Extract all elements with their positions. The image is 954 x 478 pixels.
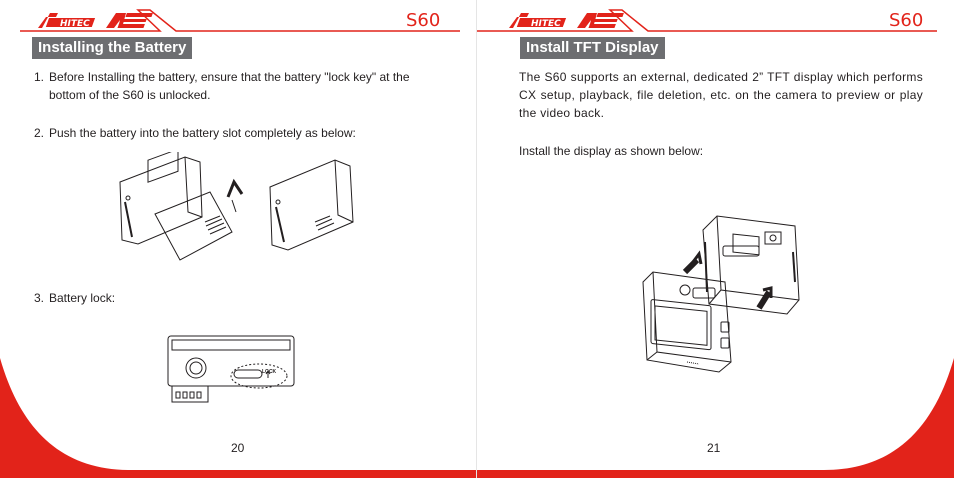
hitec-ace-logo: HITEC — [509, 13, 624, 29]
svg-text:HITEC: HITEC — [531, 19, 561, 29]
step-text: Before Installing the battery, ensure th… — [49, 70, 410, 102]
right-page: HITEC S60 Install TFT Display The S60 su… — [477, 0, 954, 478]
model-name: S60 — [406, 10, 441, 31]
tft-instruction: Install the display as shown below: — [519, 144, 704, 158]
step-text: Push the battery into the battery slot c… — [49, 126, 356, 140]
battery-insertion-illustration — [119, 152, 354, 261]
tft-description: The S60 supports an external, dedicated … — [519, 70, 923, 120]
tft-installation-illustration — [642, 215, 800, 373]
footer-decoration — [477, 358, 954, 478]
header-decoration — [477, 9, 937, 32]
page-number: 21 — [707, 441, 721, 455]
left-page: HITEC S60 Installing the Battery 1. Befo… — [0, 9, 477, 478]
section-title-battery: Installing the Battery — [32, 37, 193, 59]
page-divider — [476, 0, 477, 478]
lock-label: LOCK — [262, 369, 277, 375]
section-title-tft: Install TFT Display — [520, 37, 665, 59]
step-text: Battery lock: — [49, 291, 116, 305]
step-number: 1. — [34, 70, 45, 84]
header-decoration — [20, 9, 460, 32]
battery-lock-illustration — [167, 335, 295, 403]
model-name: S60 — [889, 10, 924, 31]
hitec-ace-logo: HITEC — [38, 13, 153, 29]
page-number: 20 — [231, 441, 245, 455]
step-number: 2. — [34, 126, 45, 140]
footer-decoration — [0, 358, 477, 478]
step-number: 3. — [34, 291, 45, 305]
svg-text:HITEC: HITEC — [60, 19, 90, 29]
